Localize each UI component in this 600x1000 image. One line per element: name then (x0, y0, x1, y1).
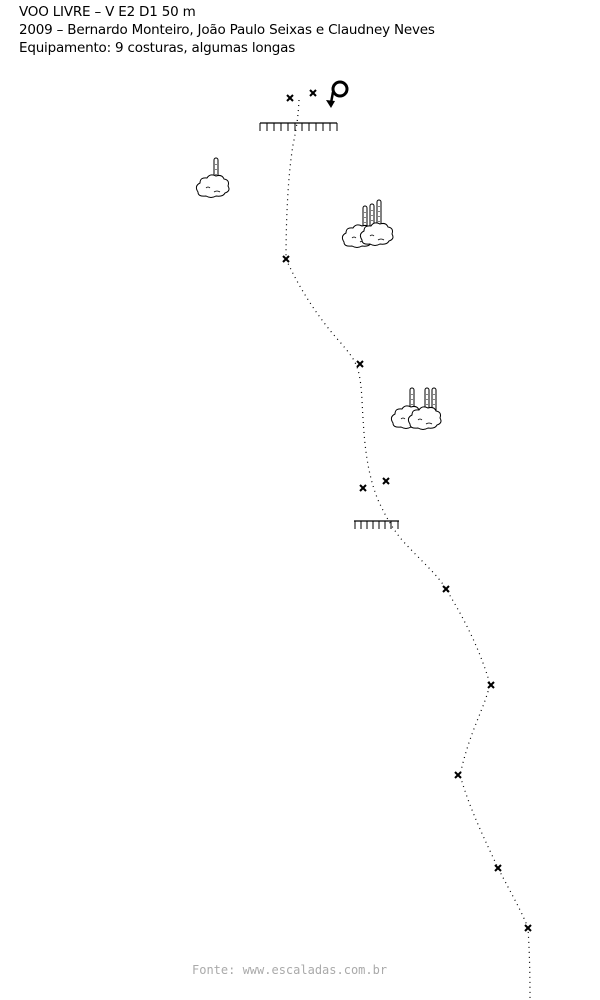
bolt-icon (487, 681, 495, 689)
source-credit: Fonte: www.escaladas.com.br (192, 963, 388, 977)
belay-anchor-top (259, 122, 338, 131)
cactus-vegetation-icon (341, 199, 394, 248)
bolt-icon (454, 771, 462, 779)
bolt-icon (524, 924, 532, 932)
bolt-icon (286, 94, 294, 102)
route-title: VOO LIVRE – V E2 D1 50 m (19, 4, 196, 20)
cactus-vegetation-icon (195, 157, 230, 198)
rappel-icon (326, 80, 349, 108)
bolt-icon (282, 255, 290, 263)
bolt-icon (382, 477, 390, 485)
route-line (285, 99, 531, 1000)
belay-anchor-mid (354, 520, 399, 529)
bolt-icon (309, 89, 317, 97)
route-equipment: Equipamento: 9 costuras, algumas longas (19, 40, 296, 56)
cactus-vegetation-icon (390, 387, 442, 430)
bolt-icon (442, 585, 450, 593)
bolt-icon (359, 484, 367, 492)
route-history: 2009 – Bernardo Monteiro, João Paulo Sei… (19, 22, 435, 38)
bolt-icon (494, 864, 502, 872)
bolt-icon (356, 360, 364, 368)
